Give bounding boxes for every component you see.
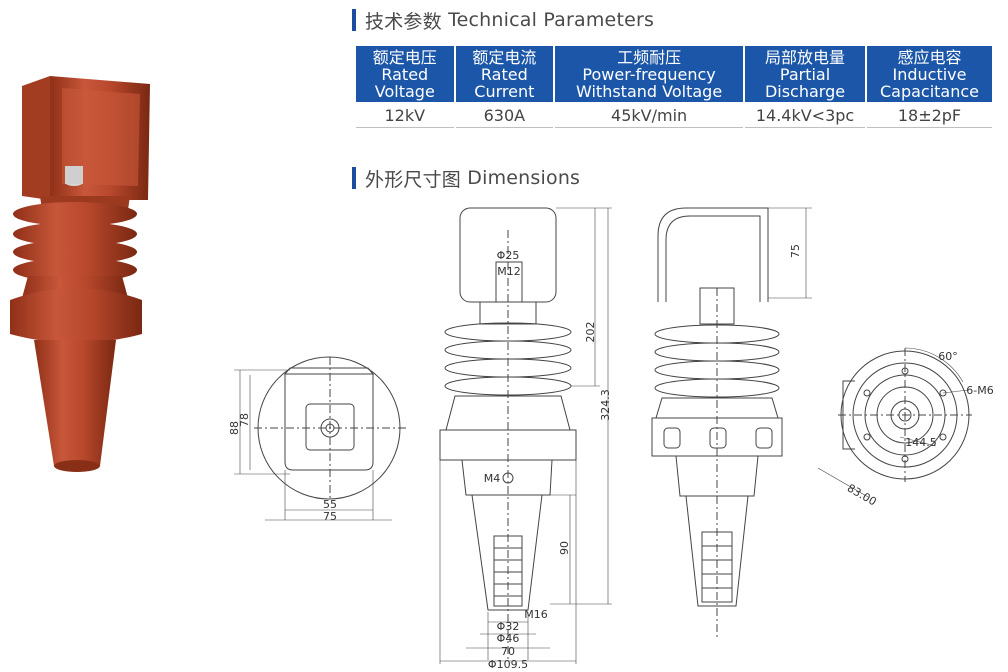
cell-current: 630A bbox=[455, 102, 554, 128]
dim-60deg: 60° bbox=[938, 350, 958, 363]
dim-side-75: 75 bbox=[789, 244, 802, 258]
dim-83: 83.00 bbox=[845, 481, 879, 508]
side-view-drawing bbox=[651, 207, 812, 640]
dim-6-m6: 6-M6 bbox=[966, 384, 993, 397]
dim-90: 90 bbox=[558, 541, 571, 555]
dim-phi25: Φ25 bbox=[497, 249, 520, 262]
dim-78: 78 bbox=[238, 413, 251, 427]
dim-phi32: Φ32 bbox=[497, 620, 520, 633]
dim-88: 88 bbox=[228, 421, 241, 435]
dim-m4: M4 bbox=[484, 472, 501, 485]
dim-202: 202 bbox=[584, 322, 597, 343]
title-accent-bar bbox=[352, 9, 356, 31]
bottom-view-drawing bbox=[817, 347, 972, 498]
dim-324: 324.3 bbox=[599, 389, 612, 421]
dim-m12: M12 bbox=[497, 265, 521, 278]
cell-capacitance: 18±2pF bbox=[866, 102, 992, 128]
title-cn: 外形尺寸图 bbox=[365, 168, 462, 191]
top-view-drawing bbox=[234, 356, 406, 521]
dim-phi109: Φ109.5 bbox=[488, 658, 528, 671]
dim-70: 70 bbox=[501, 645, 515, 658]
dim-phi46: Φ46 bbox=[497, 632, 520, 645]
product-photo bbox=[10, 76, 150, 472]
technical-parameters-title: 技术参数 Technical Parameters bbox=[352, 8, 655, 33]
dim-55: 55 bbox=[323, 498, 337, 511]
cell-withstand: 45kV/min bbox=[555, 102, 744, 128]
dim-75: 75 bbox=[323, 510, 337, 523]
title-cn: 技术参数 bbox=[365, 10, 442, 33]
table-row: 12kV 630A 45kV/min 14.4kV<3pc 18±2pF bbox=[356, 102, 992, 128]
dimensions-title: 外形尺寸图 Dimensions bbox=[352, 166, 581, 191]
title-en: Dimensions bbox=[467, 167, 581, 189]
title-accent-bar bbox=[352, 167, 356, 189]
front-view-drawing bbox=[439, 207, 612, 664]
dim-m16: M16 bbox=[524, 608, 548, 621]
title-en: Technical Parameters bbox=[448, 9, 655, 31]
cell-voltage: 12kV bbox=[356, 102, 454, 128]
dim-144: 144.5 bbox=[905, 436, 937, 449]
cell-discharge: 14.4kV<3pc bbox=[745, 102, 865, 128]
